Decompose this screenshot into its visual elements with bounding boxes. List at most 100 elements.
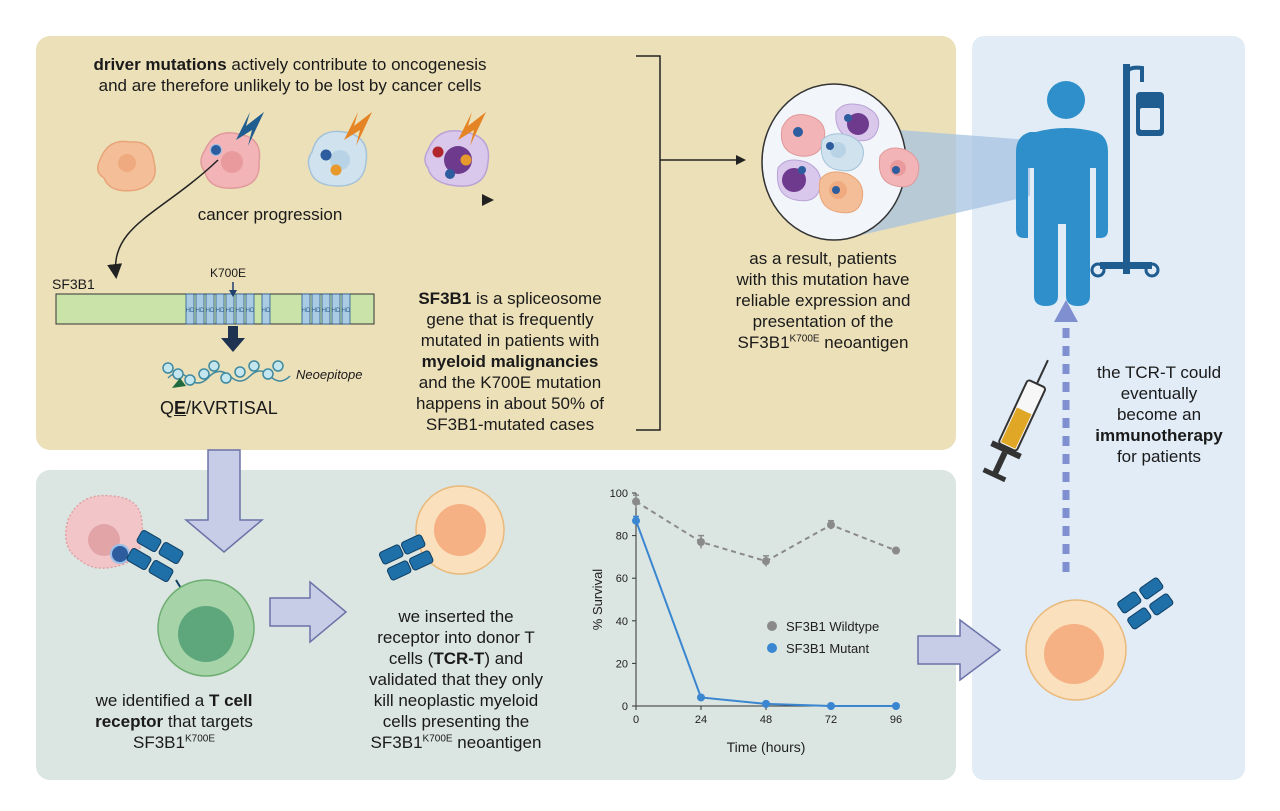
imm-line3: become an — [1116, 405, 1202, 424]
peptide-e: E — [174, 398, 187, 418]
result-line1: as a result, patients — [749, 249, 897, 268]
imm-line2: eventually — [1120, 384, 1198, 403]
sf3b1-line4: myeloid malignancies — [421, 352, 599, 371]
tcrt-line4: validated that they only — [369, 670, 543, 689]
result-text: as a result, patients with this mutation… — [718, 248, 928, 353]
data-point — [827, 702, 835, 710]
x-tick-label: 96 — [890, 714, 902, 726]
tcell-line2-bold: receptor — [95, 712, 164, 731]
peptide-sequence: QE/KVRTISAL — [160, 398, 300, 419]
sf3b1-line6: happens in about 50% of — [415, 394, 605, 413]
imm-line4: immunotherapy — [1095, 426, 1223, 445]
tcell-line3-pre: SF3B1 — [132, 733, 185, 752]
peptide-q: Q — [160, 398, 175, 418]
legend-label: SF3B1 Mutant — [786, 641, 869, 656]
tcrt-line6: cells presenting the — [382, 712, 530, 731]
tcrt-line5: kill neoplastic myeloid — [373, 691, 539, 710]
hd-domains — [185, 293, 351, 325]
tcrt-line7-sup: K700E — [422, 733, 453, 745]
y-axis-label: % Survival — [590, 569, 605, 631]
driver-line2: and are therefore unlikely to be lost by… — [98, 76, 482, 95]
x-tick-label: 0 — [633, 714, 639, 726]
legend-label: SF3B1 Wildtype — [786, 619, 879, 634]
neoepitope-label: Neoepitope — [296, 367, 363, 382]
y-tick-label: 40 — [616, 616, 628, 628]
series-line — [635, 520, 896, 707]
immunotherapy-text: the TCR-T could eventually become an imm… — [1084, 362, 1234, 467]
x-tick-label: 24 — [695, 714, 707, 726]
tcrt-line7-pre: SF3B1 — [370, 733, 423, 752]
result-line5-pre: SF3B1 — [737, 333, 790, 352]
data-point — [632, 516, 640, 525]
y-tick-label: 20 — [616, 658, 628, 670]
data-point — [632, 497, 640, 506]
tumor-cells-circle-icon — [761, 83, 920, 241]
legend-marker — [767, 621, 777, 631]
sf3b1-gene-bar — [55, 293, 375, 325]
tcr-receptor-3-icon — [1117, 577, 1174, 630]
driver-rest: actively contribute to oncogenesis — [226, 55, 487, 74]
result-line3: reliable expression and — [735, 291, 911, 310]
data-point — [697, 537, 705, 546]
tcrt-line1: we inserted the — [398, 607, 514, 626]
data-point — [892, 546, 900, 555]
result-line5-sup: K700E — [789, 333, 820, 345]
x-axis-label: Time (hours) — [727, 739, 806, 755]
y-tick-label: 0 — [622, 701, 628, 713]
patient-icon — [1016, 81, 1108, 306]
result-line4: presentation of the — [752, 312, 894, 331]
series-line — [635, 500, 897, 563]
normal-cell-icon — [97, 140, 156, 192]
y-tick-label: 100 — [610, 488, 628, 500]
tcr-receptor-icon — [126, 530, 189, 601]
imm-line1: the TCR-T could — [1096, 363, 1222, 382]
imm-line5: for patients — [1116, 447, 1202, 466]
result-line2: with this mutation have — [736, 270, 910, 289]
x-tick-label: 48 — [760, 714, 772, 726]
cancer-cell-2-icon — [307, 112, 372, 187]
tcell-text: we identified a T cell receptor that tar… — [64, 690, 284, 753]
syringe-icon — [982, 359, 1049, 483]
tcrt-line7-post: neoantigen — [452, 733, 542, 752]
tcell-line3-sup: K700E — [184, 733, 215, 745]
tcr-t-cell-icon — [415, 485, 505, 575]
legend-marker — [767, 643, 777, 653]
sf3b1-line7: SF3B1-mutated cases — [425, 415, 595, 434]
tcr-t-cell-final-icon — [1025, 599, 1127, 701]
tcr-receptor-2-icon — [378, 534, 434, 581]
sf3b1-description: SF3B1 is a spliceosome gene that is freq… — [400, 288, 620, 435]
data-point — [892, 702, 900, 710]
data-point — [697, 693, 705, 702]
tcell-line1-bold: T cell — [208, 691, 253, 710]
x-tick-label: 72 — [825, 714, 837, 726]
mutated-cell-icon — [200, 112, 264, 189]
data-point — [827, 520, 835, 529]
gene-label: SF3B1 — [52, 276, 95, 292]
target-cell-icon — [65, 494, 144, 569]
sf3b1-line1: is a spliceosome — [471, 289, 602, 308]
sf3b1-line5: and the K700E mutation — [418, 373, 602, 392]
iv-stand-icon — [1090, 64, 1164, 278]
tcell-line1-pre: we identified a — [95, 691, 209, 710]
tcrt-line3-bold: TCR-T — [433, 649, 485, 668]
sf3b1-line2: gene that is frequently — [426, 310, 594, 329]
data-point — [762, 557, 770, 566]
y-tick-label: 60 — [616, 573, 628, 585]
sf3b1-bold: SF3B1 — [418, 289, 472, 308]
neoepitope-peptide-icon — [162, 360, 291, 386]
tcrt-line2: receptor into donor T — [377, 628, 535, 647]
driver-bold: driver mutations — [93, 55, 227, 74]
driver-mutations-text: driver mutations actively contribute to … — [60, 54, 520, 96]
data-point — [762, 699, 770, 708]
y-tick-label: 80 — [616, 531, 628, 543]
result-line5-post: neoantigen — [819, 333, 909, 352]
mutation-label: K700E — [210, 266, 247, 280]
progression-label: cancer progression — [197, 205, 343, 224]
cancer-cell-3-icon — [424, 112, 490, 187]
t-cell-icon — [157, 579, 255, 677]
peptide-rest: /KVRTISAL — [186, 398, 278, 418]
tcell-line2-rest: that targets — [163, 712, 253, 731]
tcrt-line3-pre: cells ( — [388, 649, 434, 668]
tcrt-line3-post: ) and — [484, 649, 524, 668]
